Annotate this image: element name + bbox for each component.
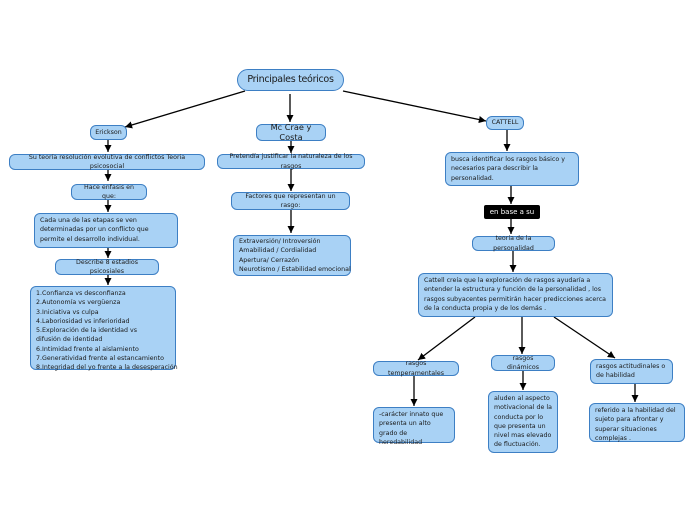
stage-item: 8.Integridad del yo frente a la desesper… [36, 364, 178, 372]
cattell-description-node[interactable]: Cattell creía que la exploración de rasg… [418, 273, 613, 317]
link-root-erickson [124, 90, 246, 129]
erickson-theory-node[interactable]: Su teoría resolución evolutiva de confli… [9, 154, 205, 170]
cattell-node[interactable]: CATTELL [486, 116, 524, 130]
erickson-emphasis-node[interactable]: Hace enfasis en que: [71, 184, 147, 200]
stage-item: 6.Intimidad frente al aislamiento [36, 345, 139, 353]
mccrae-node[interactable]: Mc Crae y Costa [256, 123, 326, 141]
temperamentales-node[interactable]: rasgos temperamentales [373, 360, 459, 377]
stage-item: 1.Confianza vs desconfianza [36, 290, 126, 297]
erickson-stages-title-node[interactable]: Describe 8 estadios psicosiales [55, 259, 159, 275]
stage-item: 3.Iniciativa vs culpa [36, 308, 99, 316]
link-root-cattell [342, 90, 487, 124]
root-topic[interactable]: Principales teóricos [237, 69, 344, 91]
factor-item: Apertura/ Cerrazón [239, 256, 300, 264]
stage-item: 5.Exploración de la identidad vs [36, 327, 137, 335]
factor-item: Amabilidad / Cordialidad [239, 247, 317, 255]
stage-item: difusión de identidad [36, 336, 103, 344]
erickson-stages-list-node[interactable]: 1.Confianza vs desconfianza 2.Autonomía … [30, 286, 178, 372]
mccrae-factors-title-node[interactable]: Factores que representan un rasgo: [231, 192, 350, 210]
factor-item: Extraversión/ Introversión [239, 238, 321, 245]
stage-item: 4.Laboriosidad vs inferioridad [36, 317, 130, 325]
actitudinales-node[interactable]: rasgos actitudinales o de habilidad [590, 359, 673, 384]
based-on-label: en base a su [484, 205, 540, 219]
mccrae-factors-list-node[interactable]: Extraversión/ Introversión Amabilidad / … [233, 235, 351, 276]
stage-item: 7.Generatividad frente al estancamiento [36, 355, 164, 363]
mccrae-purpose-node[interactable]: Pretendía justificar la naturaleza de lo… [217, 153, 365, 170]
temperamentales-detail-node[interactable]: -carácter innato que presenta un alto gr… [373, 407, 455, 446]
actitudinales-detail-node[interactable]: referido a la habilidad del sujeto para … [589, 403, 685, 442]
cattell-goal-node[interactable]: busca identificar los rasgos básico y ne… [445, 152, 579, 186]
factor-item: Neurotismo / Estabilidad emocional [239, 265, 351, 273]
link-desc-temperamentales [417, 316, 476, 361]
erickson-stages-note-node[interactable]: Cada una de las etapas se ven determinad… [34, 213, 178, 248]
dinamicos-detail-node[interactable]: aluden al aspecto motivacional de la con… [488, 391, 558, 453]
stage-item: 2.Autonomía vs vergüenza [36, 299, 121, 307]
link-desc-actitudinales [553, 316, 616, 359]
erickson-node[interactable]: Erickson [90, 125, 127, 140]
cattell-theory-node[interactable]: teoría de la personalidad [472, 235, 555, 252]
dinamicos-node[interactable]: rasgos dinámicos [491, 355, 555, 371]
